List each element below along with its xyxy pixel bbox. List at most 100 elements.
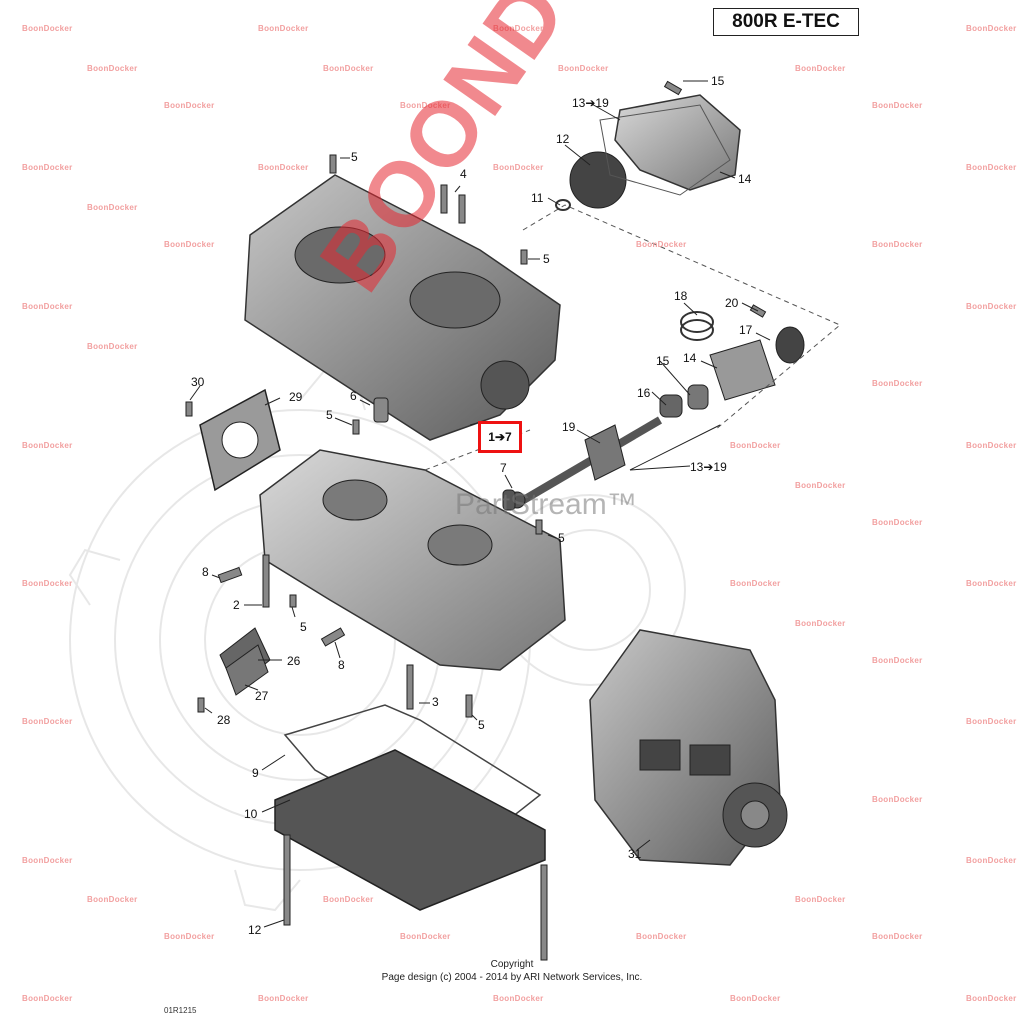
copyright-line2: Page design (c) 2004 - 2014 by ARI Netwo… <box>381 972 643 983</box>
watermark-logo: BoonDocker <box>795 619 846 628</box>
watermark-logo: BoonDocker <box>22 856 73 865</box>
watermark-logo: BoonDocker <box>795 64 846 73</box>
callout-27[interactable]: 27 <box>255 689 269 703</box>
watermark-logo: BoonDocker <box>966 302 1017 311</box>
model-label: 800R E-TEC <box>713 8 859 36</box>
watermark-logo: BoonDocker <box>258 24 309 33</box>
watermark-logo: BoonDocker <box>493 994 544 1003</box>
watermark-logo: BoonDocker <box>966 441 1017 450</box>
watermark-logo: BoonDocker <box>730 441 781 450</box>
watermark-logo: BoonDocker <box>87 342 138 351</box>
watermark-logo: BoonDocker <box>966 24 1017 33</box>
watermark-logo: BoonDocker <box>966 994 1017 1003</box>
callout-6[interactable]: 6 <box>350 389 357 403</box>
callout-7[interactable]: 7 <box>500 461 507 475</box>
watermark-logo: BoonDocker <box>795 895 846 904</box>
watermark-logo: BoonDocker <box>872 240 923 249</box>
callout-24[interactable]: 14 <box>738 172 752 186</box>
watermark-logo: BoonDocker <box>872 379 923 388</box>
callout-23[interactable]: 13➔19 <box>572 96 609 110</box>
watermark-logo: BoonDocker <box>493 24 544 33</box>
callout-20[interactable]: 20 <box>725 296 739 310</box>
callout-25[interactable]: 15 <box>711 74 725 88</box>
callout-5[interactable]: 5 <box>300 620 307 634</box>
callout-8[interactable]: 8 <box>338 658 345 672</box>
watermark-logo: BoonDocker <box>258 163 309 172</box>
watermark-logo: BoonDocker <box>258 994 309 1003</box>
callout-8[interactable]: 8 <box>202 565 209 579</box>
callout-13-19[interactable]: 13➔19 <box>690 460 727 474</box>
upper-crankcase <box>244 174 561 441</box>
watermark-logo: BoonDocker <box>323 895 374 904</box>
highlight-callout-1-7[interactable]: 1➔7 <box>478 421 522 453</box>
watermark-logo: BoonDocker <box>872 518 923 527</box>
callout-30[interactable]: 30 <box>191 375 205 389</box>
watermark-logo: BoonDocker <box>22 441 73 450</box>
water-pump-housing <box>614 94 741 191</box>
watermark-logo: BoonDocker <box>164 240 215 249</box>
watermark-logo: BoonDocker <box>872 932 923 941</box>
callout-3[interactable]: 3 <box>432 695 439 709</box>
callout-16[interactable]: 16 <box>637 386 651 400</box>
watermark-logo: BoonDocker <box>493 163 544 172</box>
watermark-logo: BoonDocker <box>164 101 215 110</box>
lower-crankcase <box>259 449 566 671</box>
callout-17[interactable]: 17 <box>739 323 753 337</box>
bolts <box>185 80 767 961</box>
callout-31[interactable]: 31 <box>628 847 642 861</box>
watermark-logo: BoonDocker <box>22 24 73 33</box>
cover-plates <box>219 627 271 696</box>
shaft-assembly <box>508 311 805 509</box>
watermark-logo: BoonDocker <box>966 163 1017 172</box>
watermark-logo: BoonDocker <box>22 994 73 1003</box>
watermark-logo: BoonDocker <box>22 302 73 311</box>
callout-5[interactable]: 5 <box>478 718 485 732</box>
copyright-notice: Copyright Page design (c) 2004 - 2014 by… <box>0 958 1024 984</box>
callout-2[interactable]: 2 <box>233 598 240 612</box>
callout-10[interactable]: 10 <box>244 807 258 821</box>
oil-pan <box>274 749 546 911</box>
watermark-logo: BoonDocker <box>966 717 1017 726</box>
watermark-logo: BoonDocker <box>966 579 1017 588</box>
callout-28[interactable]: 28 <box>217 713 231 727</box>
watermark-logo: BoonDocker <box>400 101 451 110</box>
watermark-logo: BoonDocker <box>795 481 846 490</box>
callout-21[interactable]: 11 <box>531 191 544 205</box>
callout-19[interactable]: 19 <box>562 420 576 434</box>
watermark-logo: BoonDocker <box>558 64 609 73</box>
watermark-logo: BoonDocker <box>22 717 73 726</box>
callout-5[interactable]: 5 <box>326 408 333 422</box>
partstream-watermark: PartStream™ <box>455 488 637 521</box>
callout-5[interactable]: 5 <box>543 252 550 266</box>
watermark-logo: BoonDocker <box>636 240 687 249</box>
callout-26[interactable]: 26 <box>287 654 301 668</box>
callout-5[interactable]: 5 <box>351 150 358 164</box>
watermark-logo: BoonDocker <box>22 163 73 172</box>
watermark-logo: BoonDocker <box>872 656 923 665</box>
watermark-logo: BoonDocker <box>966 856 1017 865</box>
callout-22[interactable]: 12 <box>556 132 570 146</box>
callout-12[interactable]: 12 <box>248 923 262 937</box>
callout-15[interactable]: 15 <box>656 354 670 368</box>
watermark-logo: BoonDocker <box>872 101 923 110</box>
watermark-logo: BoonDocker <box>323 64 374 73</box>
watermark-logo: BoonDocker <box>400 932 451 941</box>
engine-assembly <box>589 629 788 866</box>
callout-14[interactable]: 14 <box>683 351 697 365</box>
callout-18[interactable]: 18 <box>674 289 688 303</box>
watermark-logo: BoonDocker <box>730 579 781 588</box>
callout-5[interactable]: 5 <box>558 531 565 545</box>
callout-29[interactable]: 29 <box>289 390 303 404</box>
callout-9[interactable]: 9 <box>252 766 259 780</box>
copyright-line1: Copyright <box>490 959 534 970</box>
watermark-logo: BoonDocker <box>636 932 687 941</box>
watermark-logo: BoonDocker <box>730 994 781 1003</box>
watermark-logo: BoonDocker <box>164 932 215 941</box>
watermark-logo: BoonDocker <box>872 795 923 804</box>
watermark-logo: BoonDocker <box>87 64 138 73</box>
diagram-code: 01R1215 <box>164 1006 197 1015</box>
callout-4[interactable]: 4 <box>460 167 467 181</box>
watermark-logo: BoonDocker <box>22 579 73 588</box>
